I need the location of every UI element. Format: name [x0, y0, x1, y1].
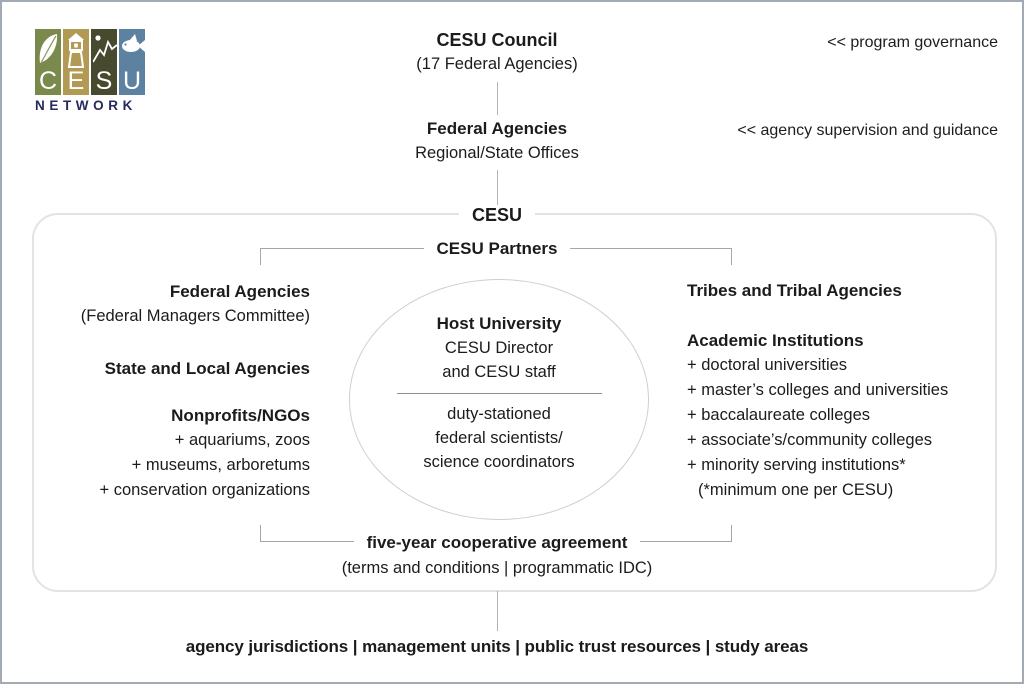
- spacer: [687, 303, 997, 328]
- program-governance-note: << program governance: [827, 34, 998, 51]
- partners-label: CESU Partners: [423, 239, 571, 258]
- host-line: duty-stationed: [447, 405, 551, 423]
- agreement-title-wrap: five-year cooperative agreement: [2, 531, 992, 555]
- council-title: CESU Council: [436, 30, 558, 50]
- logo-letter: S: [95, 67, 113, 95]
- logo-letter: U: [122, 67, 142, 95]
- logo-letter: E: [67, 67, 85, 95]
- ellipse-divider: [396, 393, 602, 394]
- left-group-title: Nonprofits/NGOs: [171, 406, 310, 425]
- host-title: Host University: [436, 314, 562, 333]
- left-group-line: + museums, arboretums: [131, 456, 310, 474]
- logo-tile-u: U: [119, 29, 145, 95]
- right-group-line: + master’s colleges and universities: [687, 381, 949, 399]
- federal-title: Federal Agencies: [426, 119, 568, 138]
- left-group-title: State and Local Agencies: [104, 359, 310, 378]
- partners-label-wrap: CESU Partners: [2, 237, 992, 261]
- host-line: and CESU staff: [442, 363, 556, 381]
- federal-subtitle: Regional/State Offices: [415, 144, 579, 162]
- logo-network-caption: NETWORK: [35, 98, 137, 113]
- right-group-line: + doctoral universities: [687, 356, 848, 374]
- left-group-line: + conservation organizations: [99, 481, 310, 499]
- mountain-moon-icon: [93, 35, 117, 63]
- host-university-ellipse: Host University CESU Director and CESU s…: [349, 279, 649, 520]
- agreement-title: five-year cooperative agreement: [353, 533, 641, 552]
- connector-council-federal: [497, 82, 498, 115]
- lighthouse-icon: [67, 33, 85, 68]
- logo-tile-s: S: [91, 29, 117, 95]
- logo-tile-c: C: [35, 29, 61, 95]
- cesu-council-block: CESU Council (17 Federal Agencies): [2, 28, 992, 76]
- logo-tile-e: E: [63, 29, 89, 95]
- spacer: [10, 329, 310, 356]
- host-line: CESU Director: [444, 339, 554, 357]
- right-group-line: + associate’s/community colleges: [687, 431, 933, 449]
- left-group-line: (Federal Managers Committee): [80, 307, 310, 325]
- fish-icon: [122, 34, 145, 52]
- cesu-box-title: CESU: [458, 205, 535, 225]
- logo-letter: C: [38, 67, 58, 95]
- footer-scope-line: agency jurisdictions | management units …: [185, 637, 809, 656]
- right-group-line: + baccalaureate colleges: [687, 406, 870, 424]
- council-subtitle: (17 Federal Agencies): [416, 55, 578, 73]
- connector-box-footer: [497, 591, 498, 631]
- right-group-line: + minority serving institutions*: [687, 456, 906, 474]
- spacer: [10, 381, 310, 403]
- leaf-icon: [39, 34, 58, 64]
- logo-tiles: C E S: [35, 29, 151, 95]
- right-group-title: Academic Institutions: [687, 331, 864, 350]
- host-line: federal scientists/: [435, 429, 563, 447]
- cesu-box-title-wrap: CESU: [2, 203, 992, 227]
- cesu-network-logo: C E S: [35, 29, 151, 113]
- left-group-line: + aquariums, zoos: [174, 431, 310, 449]
- connector-federal-cesu: [497, 170, 498, 206]
- partners-left-column: Federal Agencies (Federal Managers Commi…: [10, 279, 310, 503]
- agreement-subtitle: (terms and conditions | programmatic IDC…: [341, 559, 653, 577]
- federal-agencies-block: Federal Agencies Regional/State Offices: [2, 117, 992, 165]
- right-group-title: Tribes and Tribal Agencies: [687, 281, 902, 300]
- agency-supervision-note: << agency supervision and guidance: [737, 122, 998, 139]
- left-group-title: Federal Agencies: [169, 282, 310, 301]
- right-group-line: (*minimum one per CESU): [698, 481, 894, 499]
- host-line: science coordinators: [423, 453, 575, 471]
- partners-right-column: Tribes and Tribal Agencies Academic Inst…: [687, 278, 997, 503]
